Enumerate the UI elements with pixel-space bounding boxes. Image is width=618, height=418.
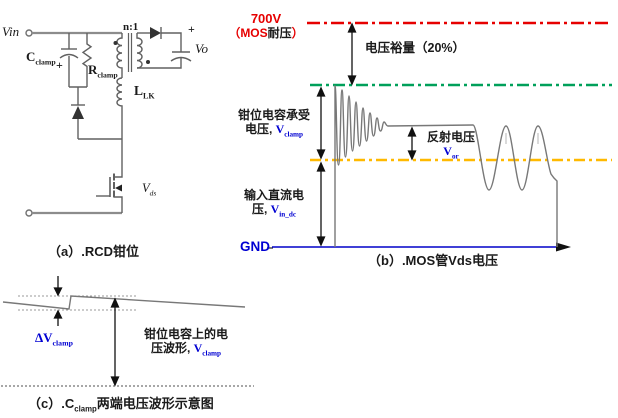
vds-waveform-plot bbox=[267, 21, 612, 252]
mos-rating-label: （MOS耐压） bbox=[228, 26, 304, 40]
output-bottom-wire bbox=[137, 58, 182, 69]
vindc-value: Vin_dc bbox=[270, 201, 297, 219]
output-diode-triangle bbox=[150, 27, 161, 39]
input-arrow-down bbox=[316, 236, 326, 247]
clamp-voltage-label: 钳位电容承受 电压, Vclamp bbox=[237, 108, 310, 139]
cclamp-waveform-curve bbox=[2, 295, 246, 310]
input-terminal-bottom bbox=[25, 209, 33, 217]
transformer-core bbox=[127, 33, 133, 72]
transformer-secondary-winding bbox=[136, 33, 143, 69]
clamp-diode-triangle bbox=[72, 106, 84, 119]
cclamp-ripple-plot bbox=[1, 276, 254, 387]
vor-value: Vor bbox=[443, 143, 459, 161]
input-terminal-top bbox=[25, 29, 33, 37]
rclamp-label: Rclamp bbox=[88, 62, 118, 80]
caption-panel-a: （a）.RCD钳位 bbox=[48, 244, 140, 259]
output-wire bbox=[161, 32, 182, 52]
mosfet-source-wire bbox=[114, 196, 123, 213]
vo-label: Vo bbox=[195, 41, 208, 56]
vds-label: Vds bbox=[142, 181, 157, 198]
rating-700v-label: 700V bbox=[250, 11, 282, 26]
output-plus-sign: + bbox=[188, 22, 195, 36]
rcd-circuit-drawing bbox=[25, 27, 192, 217]
delta-vclamp-label: ΔVclamp bbox=[35, 330, 73, 348]
reflect-arrow-up bbox=[407, 126, 417, 137]
vds-waveform-curve bbox=[334, 85, 558, 247]
axis-arrowhead bbox=[556, 242, 571, 252]
clamp-cap-plate-bottom bbox=[59, 53, 79, 59]
primary-dot bbox=[113, 41, 118, 45]
mosfet-arrow bbox=[115, 184, 122, 192]
margin-arrow-up bbox=[347, 22, 357, 33]
clamp-resistor bbox=[81, 33, 93, 87]
delta-arrow-upper-head bbox=[53, 287, 63, 297]
clamp-arrow-down bbox=[316, 149, 326, 160]
reflect-arrow-down bbox=[407, 150, 417, 161]
leakage-inductor-winding bbox=[116, 77, 123, 139]
vclamp-arrow-up bbox=[110, 297, 120, 308]
peak-ticks bbox=[505, 133, 539, 144]
vclamp-value-c: Vclamp bbox=[193, 340, 222, 358]
input-dc-voltage-label: 输入直流电 压, Vin_dc bbox=[243, 188, 304, 219]
turns-ratio-label: n:1 bbox=[123, 21, 139, 33]
clamp-cap-plus-sign: + bbox=[56, 58, 63, 72]
caption-panel-c: （c）.Cclamp两端电压波形示意图 bbox=[28, 396, 214, 414]
caption-panel-b: （b）.MOS管Vds电压 bbox=[368, 253, 499, 268]
cclamp-waveform-label: 钳位电容上的电 压波形, Vclamp bbox=[143, 327, 228, 358]
vin-label: Vin bbox=[2, 24, 20, 39]
llk-label: LLK bbox=[134, 83, 155, 101]
reflected-voltage-label: 反射电压 Vor bbox=[426, 130, 475, 161]
output-cap-plate-bottom bbox=[170, 56, 192, 62]
voltage-margin-label: 电压裕量（20%） bbox=[365, 41, 466, 55]
delta-arrow-lower-head bbox=[53, 309, 63, 319]
mosfet-drain-wire bbox=[114, 139, 123, 178]
secondary-dot bbox=[146, 60, 150, 64]
gnd-label: GND bbox=[240, 239, 270, 254]
vclamp-arrow-down bbox=[110, 376, 120, 387]
clamp-arrow-up bbox=[316, 86, 326, 97]
margin-arrow-down bbox=[347, 75, 357, 86]
input-arrow-up bbox=[316, 161, 326, 172]
vclamp-value: Vclamp bbox=[275, 121, 304, 139]
cclamp-label: Cclamp bbox=[26, 49, 56, 67]
